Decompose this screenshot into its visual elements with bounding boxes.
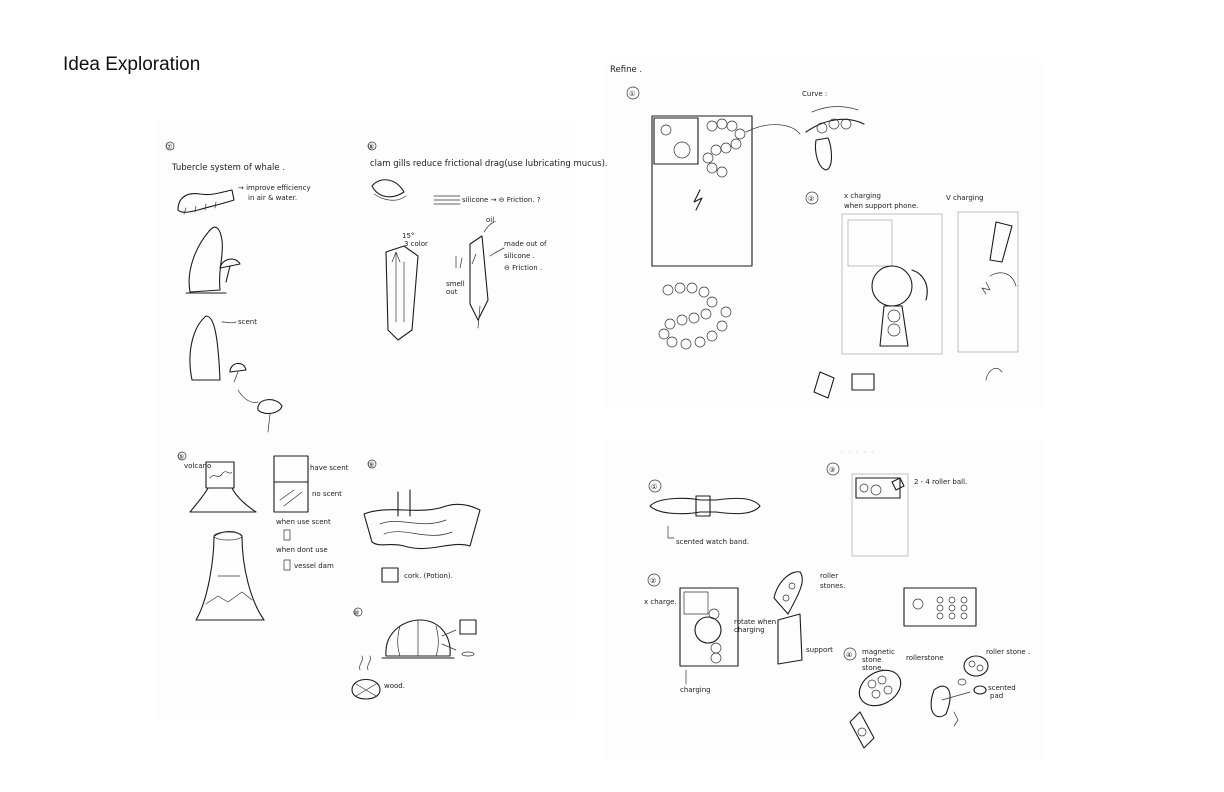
tubercle-note-1: → improve efficiency bbox=[238, 184, 311, 192]
cork-label: cork. (Potion). bbox=[404, 572, 453, 580]
right-upper-sketch-sheet bbox=[603, 62, 1043, 407]
sketch-dome-basket: ⑩ wood. bbox=[351, 607, 477, 700]
charging-label: charging bbox=[680, 686, 711, 694]
sketch-roller-phone: ② x charge. rotate when charging roller … bbox=[644, 571, 845, 694]
right-lower-sketch-sheet bbox=[603, 440, 1043, 760]
sketch-number: ⑦. bbox=[166, 143, 175, 151]
wood-label: wood. bbox=[384, 682, 405, 690]
sketch-refine: Refine . ① Curve : bbox=[610, 65, 865, 350]
no-scent-label: no scent bbox=[312, 490, 342, 498]
sketch-tubercle-whale: ⑦. Tubercle system of whale . → improve … bbox=[165, 141, 311, 433]
vessel-label: vessel dam bbox=[294, 562, 334, 570]
when-use-label: when use scent bbox=[276, 518, 331, 526]
sketch-number: ② bbox=[808, 195, 814, 203]
magnetic-label-1: magnetic bbox=[862, 648, 895, 656]
made-note-2: silicone . bbox=[504, 252, 535, 260]
oil-label: oil. bbox=[486, 216, 496, 224]
sketch-number: ⑩ bbox=[353, 609, 359, 617]
magnetic-label-3: stone. bbox=[862, 664, 884, 672]
sketch-number: ④ bbox=[846, 651, 852, 659]
scented-label-1: scented bbox=[988, 684, 1016, 692]
bead-chain-bottom bbox=[658, 282, 732, 350]
rollerstone-label: rollerstone bbox=[906, 654, 944, 662]
roller-stone-2-label: roller stone . bbox=[986, 648, 1030, 656]
tubercle-note-2: in air & water. bbox=[248, 194, 297, 202]
made-note-1: made out of bbox=[504, 240, 547, 248]
sketch-magnetic-stones: ④ magnetic stone stone. rollerstone roll… bbox=[843, 647, 1030, 749]
sketch-clam-pen: ⑧. clam gills reduce frictional drag(use… bbox=[367, 141, 608, 341]
rotate-label-2: charging bbox=[734, 626, 765, 634]
support-label: support bbox=[806, 646, 833, 654]
sketch-number: ⑧. bbox=[368, 143, 377, 151]
sketch-title: clam gills reduce frictional drag(use lu… bbox=[370, 159, 608, 169]
page-title: Idea Exploration bbox=[63, 54, 201, 75]
magnetic-label-2: stone bbox=[862, 656, 881, 664]
scented-label-2: pad bbox=[990, 692, 1003, 700]
x-charge-label: x charge. bbox=[644, 598, 677, 606]
roller-ball-label: 2 - 4 roller ball. bbox=[914, 478, 967, 486]
smell-label-2: out bbox=[446, 288, 458, 296]
sketch-roller-ball-case: ③ 2 - 4 roller ball. bbox=[826, 462, 977, 627]
sketch-charging-stand: ② x charging when support phone. V charg… bbox=[805, 191, 1019, 399]
sketch-title: Tubercle system of whale . bbox=[171, 163, 285, 173]
rotate-label-1: rotate when bbox=[734, 618, 776, 626]
ghost-text: · · · · · bbox=[840, 445, 874, 459]
watch-label: scented watch band. bbox=[676, 538, 749, 546]
silicone-note: silicone → ⊖ Friction. ? bbox=[462, 196, 541, 204]
sketch-watch-band: ① scented watch band. bbox=[648, 479, 761, 546]
sketch-number: ⑤ bbox=[178, 453, 184, 461]
pen-label-1: 15° bbox=[402, 232, 414, 240]
roller-label-2: stones. bbox=[820, 582, 845, 590]
curve-label: Curve : bbox=[802, 90, 827, 98]
when-dont-label: when dont use bbox=[276, 546, 328, 554]
sketch-number: ① bbox=[651, 483, 657, 491]
x-charging-2: when support phone. bbox=[844, 202, 918, 210]
roller-label-1: roller bbox=[820, 572, 838, 580]
sketch-cork-wave: ⑨ cork. (Potion). bbox=[363, 459, 481, 583]
refine-label: Refine . bbox=[610, 65, 642, 75]
x-charging-1: x charging bbox=[844, 192, 881, 200]
v-charging: V charging bbox=[946, 194, 984, 202]
sketch-number: ③ bbox=[829, 466, 835, 474]
smell-label-1: smell bbox=[446, 280, 465, 288]
sketch-volcano: ⑤ volcano have scent no scent when use s… bbox=[177, 451, 349, 621]
scent-label: scent bbox=[238, 318, 257, 326]
sketch-number: ② bbox=[650, 577, 656, 585]
made-note-3: ⊖ Friction . bbox=[504, 264, 542, 272]
sketch-number: ① bbox=[629, 90, 635, 98]
volcano-label: volcano bbox=[184, 462, 211, 470]
have-scent-label: have scent bbox=[310, 464, 349, 472]
sketch-number: ⑨ bbox=[368, 461, 374, 469]
pen-label-2: 3 color bbox=[404, 240, 428, 248]
bead-chain-top bbox=[702, 118, 746, 178]
